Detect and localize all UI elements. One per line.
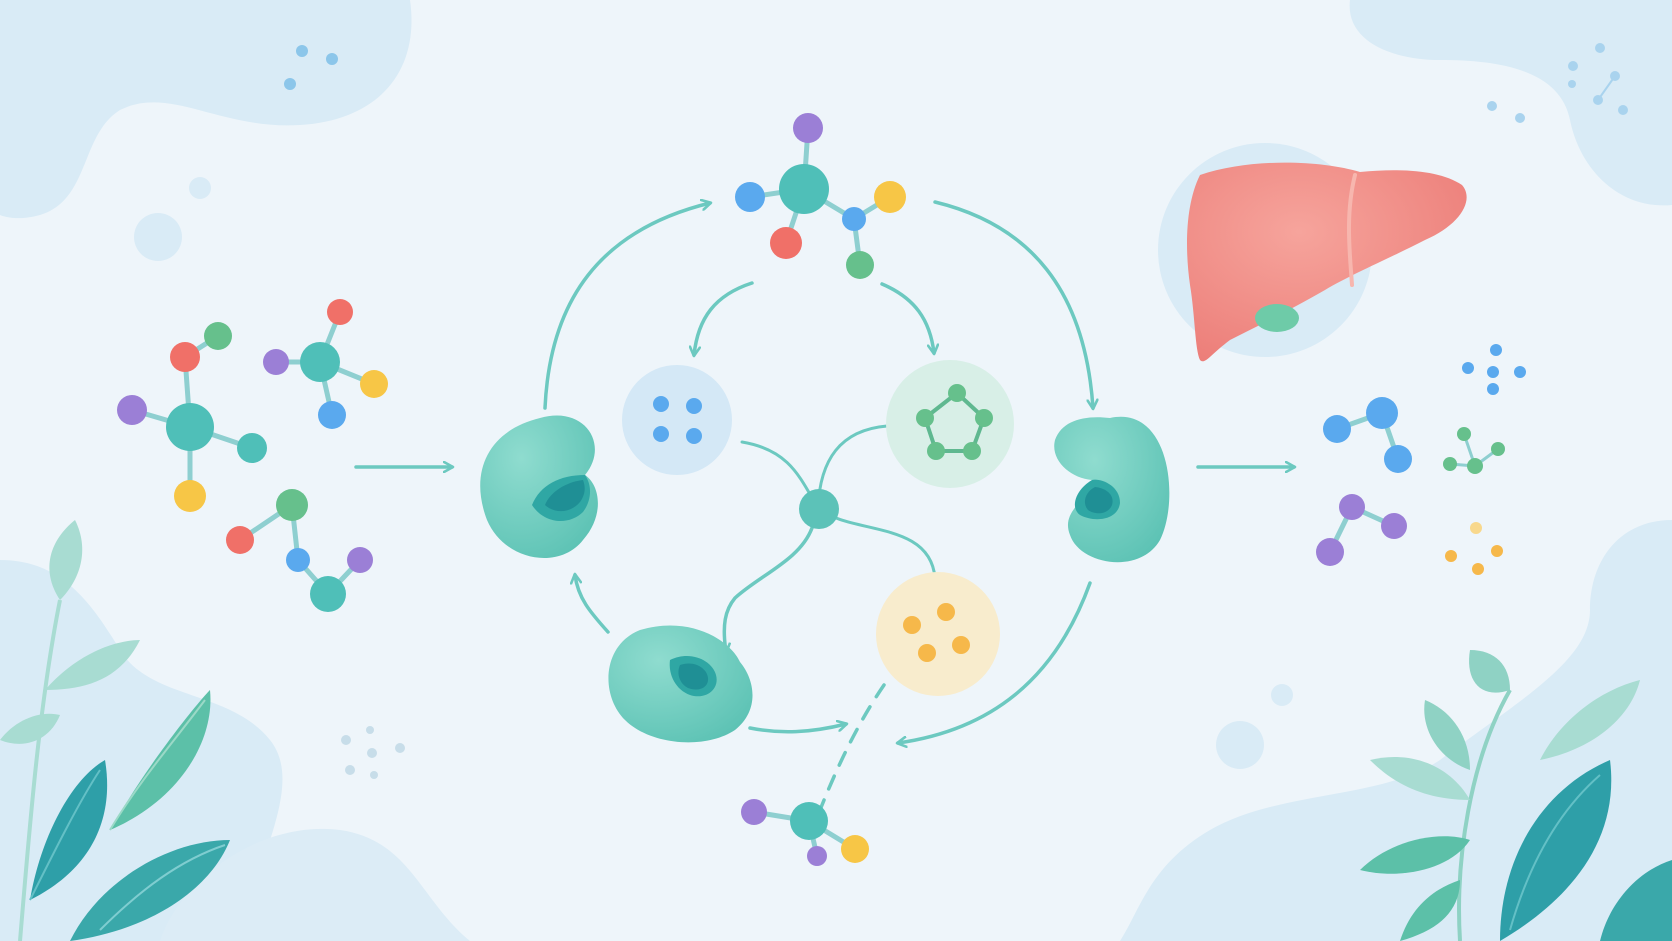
arrow-right-to-bottom (898, 581, 1092, 743)
arrow-top-to-right-enzyme (933, 200, 1093, 408)
byproduct-molecule (741, 799, 869, 866)
atom (770, 227, 802, 259)
atom (327, 299, 353, 325)
atom (1366, 397, 1398, 429)
blob-bottom-left-2 (160, 828, 470, 941)
atom (841, 835, 869, 863)
atom (174, 480, 206, 512)
arrow-top-to-green (880, 282, 934, 353)
atom (263, 349, 289, 375)
substrate-molecule (735, 113, 906, 279)
ring-molecule-icon (916, 384, 993, 460)
atom (347, 547, 373, 573)
arrow-hub-to-bottom-enzyme (724, 526, 814, 652)
atom (1316, 538, 1344, 566)
green-ring-circle (886, 360, 1014, 488)
arrow-bottom-to-left-enzyme (575, 575, 610, 634)
atom (237, 433, 267, 463)
blob-top-left (0, 0, 412, 219)
dots-decoration-bottom-left (341, 726, 405, 779)
atom (842, 207, 866, 231)
leaves-left (0, 520, 230, 941)
atom (226, 526, 254, 554)
bubble (1216, 721, 1264, 769)
small-green-cluster (1443, 427, 1505, 474)
atom (1384, 445, 1412, 473)
atom (735, 182, 765, 212)
small-yellow-cluster (1445, 522, 1503, 575)
atom (1339, 494, 1365, 520)
arrow-top-to-blue (694, 281, 754, 355)
atom (807, 846, 827, 866)
dots-cluster-icon (903, 603, 970, 662)
atom (846, 251, 874, 279)
dots-decoration-top-left (284, 45, 338, 90)
blue-dots-circle (622, 365, 732, 475)
atom (276, 489, 308, 521)
atom (204, 322, 232, 350)
atom (741, 799, 767, 825)
atom (360, 370, 388, 398)
yellow-dots-circle (876, 572, 1000, 696)
input-molecules (117, 299, 388, 612)
bubble (189, 177, 211, 199)
liver-icon (1158, 143, 1467, 362)
atom (790, 802, 828, 840)
bubble (134, 213, 182, 261)
atom (166, 403, 214, 451)
atom (318, 401, 346, 429)
enzyme-right (1054, 416, 1170, 563)
dashed-byproduct-path (818, 683, 886, 812)
atom (874, 181, 906, 213)
output-metabolites (1316, 344, 1526, 575)
atom (300, 342, 340, 382)
gallbladder-icon (1255, 304, 1299, 332)
blob-top-right (1349, 0, 1672, 206)
enzyme-left (480, 415, 598, 559)
atom (1381, 513, 1407, 539)
hub-node (799, 489, 839, 529)
atom (779, 164, 829, 214)
atom (1323, 415, 1351, 443)
arrow-left-enzyme-to-top (543, 203, 710, 410)
dots-decoration-top-right (1487, 43, 1628, 123)
leaves-right (1360, 650, 1672, 941)
atom (286, 548, 310, 572)
atom (310, 576, 346, 612)
atom (170, 342, 200, 372)
atom (793, 113, 823, 143)
atom (117, 395, 147, 425)
arrow-bottom-enzyme-to-byproduct (748, 724, 846, 734)
small-blue-cluster (1462, 344, 1526, 395)
bubble (1271, 684, 1293, 706)
cycle-arrows (543, 200, 1093, 812)
four-dots-icon (653, 396, 702, 444)
enzyme-bottom (608, 625, 753, 743)
